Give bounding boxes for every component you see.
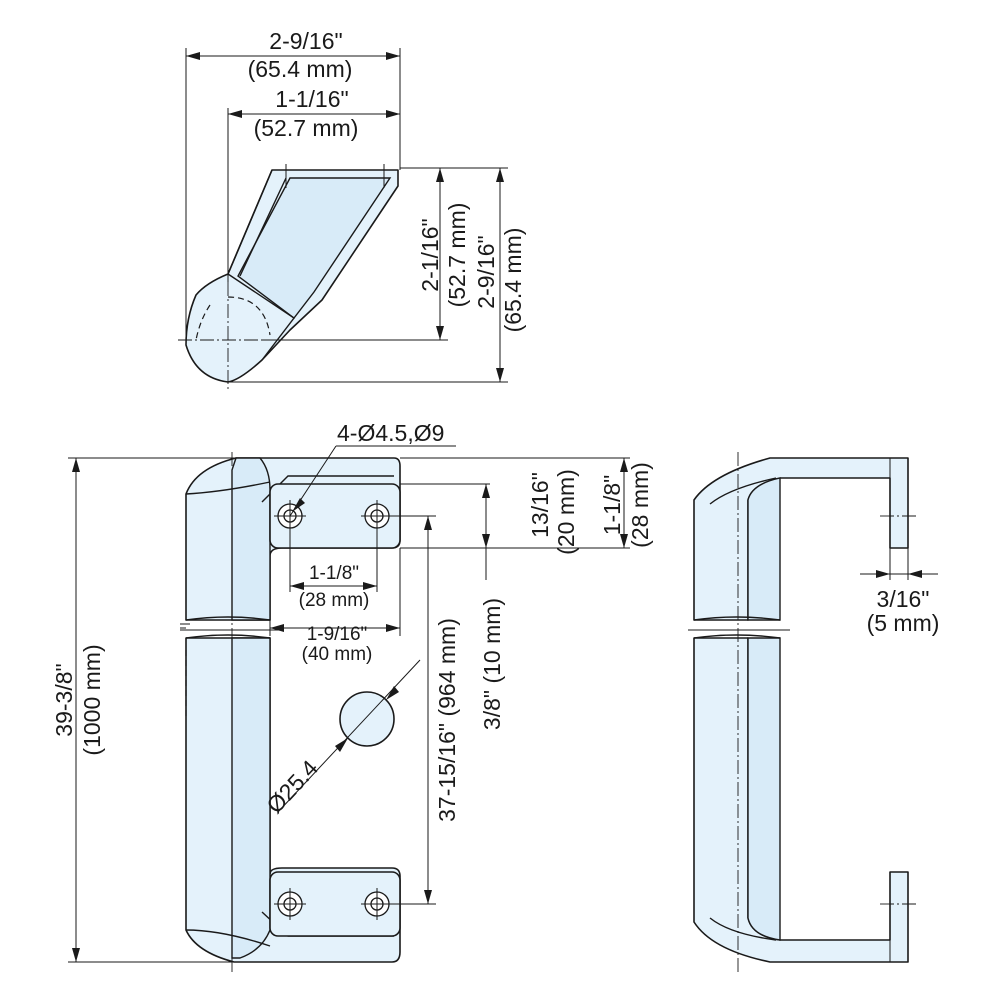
top-overall-width-in: 2-9/16": [269, 28, 342, 54]
foot-length-in: 1-1/8": [599, 475, 625, 536]
top-overall-width-mm: (65.4 mm): [248, 56, 353, 82]
grip-section-circle: [339, 691, 395, 747]
foot-width-mm: (40 mm): [302, 644, 373, 665]
mounting-hole-3: [274, 888, 306, 920]
top-height-in: 2-1/16": [417, 218, 443, 291]
hole-callout: 4-Ø4.5,Ø9: [337, 420, 444, 446]
foot-length-mm: (28 mm): [627, 462, 653, 548]
foot-width-in: 1-9/16": [307, 624, 368, 645]
overall-length-in: 39-3/8": [51, 663, 77, 736]
side-lower-face: [747, 637, 781, 941]
hole-center-distance: 37-15/16" (964 mm): [434, 618, 460, 822]
hole-spacing-in: 1-1/8": [309, 563, 359, 584]
front-view: 4-Ø4.5,Ø9 1-1/8" (28 mm) 1-9/16" (40 mm)…: [51, 420, 653, 972]
top-view: 2-9/16" (65.4 mm) 1-1/16" (52.7 mm) 2-1/…: [178, 28, 526, 392]
hole-spacing-mm: (28 mm): [299, 590, 370, 611]
top-height-mm: (52.7 mm): [444, 203, 470, 308]
grip-hidden-circle: [227, 296, 271, 336]
overall-length-mm: (1000 mm): [79, 644, 105, 755]
edge-to-hole-mm: (20 mm): [553, 469, 579, 555]
top-inner-width-mm: (52.7 mm): [254, 115, 359, 141]
offset-dimension: 3/8" (10 mm): [479, 598, 505, 730]
edge-to-hole-in: 13/16": [527, 472, 553, 538]
top-view-inner-face: [237, 177, 392, 319]
top-overall-height-in: 2-9/16": [473, 235, 499, 308]
top-overall-height-mm: (65.4 mm): [500, 228, 526, 333]
side-view: 3/16" (5 mm): [688, 452, 939, 972]
side-lower-bar: [693, 637, 909, 963]
side-thickness-in: 3/16": [877, 586, 930, 612]
top-inner-width-in: 1-1/16": [275, 86, 348, 112]
side-upper-face: [747, 477, 781, 621]
side-thickness-mm: (5 mm): [867, 610, 940, 636]
front-upper-face: [231, 457, 271, 621]
